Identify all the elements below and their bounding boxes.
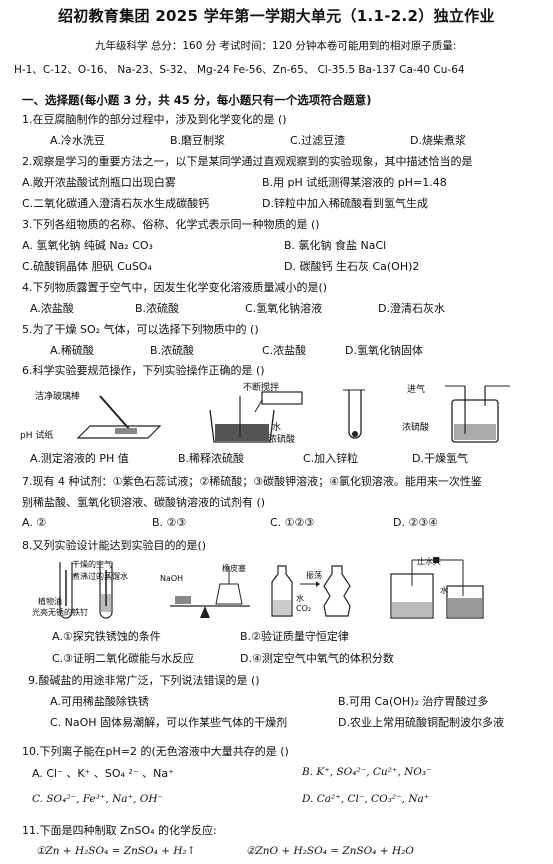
exam-info: 九年级科学 总分：160 分 考试时间：120 分钟本卷可能用到的相对原子质量:	[95, 40, 457, 52]
question-8-stem: 8.又列实验设计能达到实验目的的是()	[22, 539, 207, 552]
figure-label-co2: CO₂	[296, 604, 312, 613]
figure-label-rust-nail: 光亮无锈的铁钉	[32, 608, 88, 617]
question-5-option-c: C.浓盐酸	[262, 344, 307, 357]
figure-label-ph-paper: pH 试纸	[20, 431, 54, 441]
question-9-option-a: A.可用稀盐酸除铁锈	[50, 695, 149, 708]
figure-rust-test	[59, 562, 113, 619]
question-2-option-c: C.二氧化碳通入澄清石灰水生成碳酸钙	[22, 197, 210, 210]
figure-label-stop-clamp: 止水夹	[417, 557, 441, 566]
figure-label-boiled-water: 煮沸过的蒸馏水	[72, 572, 128, 581]
question-10-option-c: C. SO₄²⁻, Fe³⁺, Na⁺, OH⁻	[32, 793, 164, 805]
question-6-option-b: B.稀释浓硫酸	[178, 452, 245, 465]
question-11-reaction-2: ②ZnO + H₂SO₄ = ZnSO₄ + H₂O	[246, 845, 414, 857]
question-1-option-a: A.冷水洗豆	[50, 134, 105, 147]
section-heading: 一、选择题(每小题 3 分，共 45 分，每小题只有一个选项符合题意)	[22, 93, 372, 107]
question-2-option-b: B.用 pH 试纸测得某溶液的 pH=1.48	[262, 176, 447, 189]
figure-add-zinc	[343, 389, 365, 439]
question-4-option-c: C.氢氧化钠溶液	[245, 302, 323, 315]
page-title: 绍初教育集团 2025 学年第一学期大单元（1.1-2.2）独立作业	[58, 7, 495, 25]
question-9-option-d: D.农业上常用硫酸铜配制波尔多液	[338, 716, 504, 729]
question-10-option-a: A. Cl⁻ 、K⁺ 、SO₄ ²⁻ 、Na⁺	[32, 767, 174, 780]
question-1-option-b: B.磨豆制浆	[170, 134, 226, 147]
question-7-stem-line-1: 7.现有 4 种试剂：①紫色石蕊试液；②稀硫酸；③碳酸钾溶液；④氯化钡溶液。能用…	[22, 475, 482, 488]
question-10-option-b: B. K⁺, SO₄²⁻, Cu²⁺, NO₃⁻	[302, 766, 432, 778]
question-8-option-d: D.④测定空气中氧气的体积分数	[240, 652, 394, 665]
figure-label-oil: 植物油	[38, 597, 62, 606]
question-11-reaction-1: ①Zn + H₂SO₄ = ZnSO₄ + H₂↑	[36, 845, 196, 857]
figure-ph-test	[76, 395, 162, 439]
question-1-option-d: D.烧柴煮浆	[410, 134, 466, 147]
figure-dry-hydrogen	[445, 385, 510, 443]
question-10-stem: 10.下列离子能在pH=2 的(无色溶液中大量共存的是 ()	[22, 745, 289, 758]
figure-label-shake: 振荡	[306, 571, 322, 580]
question-5-option-a: A.稀硫酸	[50, 344, 94, 357]
question-2-option-d: D.锌粒中加入稀硫酸看到氢气生成	[262, 197, 428, 210]
question-7-option-b: B. ②③	[152, 516, 187, 529]
figure-label-stir: 不断搅拌	[243, 383, 280, 393]
question-6-stem: 6.科学实验要规范操作，下列实验操作正确的是 ()	[22, 364, 265, 377]
question-3-option-d: D. 碳酸钙 生石灰 Ca(OH)2	[284, 260, 420, 273]
figure-label-naoh: NaOH	[160, 574, 184, 583]
question-7-option-c: C. ①②③	[270, 516, 315, 529]
question-4-option-a: A.浓盐酸	[30, 302, 74, 315]
question-8-option-a: A.①探究铁锈蚀的条件	[52, 630, 161, 643]
question-8-option-b: B.②验证质量守恒定律	[240, 630, 349, 643]
question-8-option-c: C.③证明二氧化碳能与水反应	[52, 652, 195, 665]
question-9-option-c: C. NaOH 固体易潮解，可以作某些气体的干燥剂	[50, 716, 288, 729]
question-10-option-d: D. Ca²⁺, Cl⁻, CO₃²⁻, Na⁺	[302, 793, 430, 805]
question-1-stem: 1.在豆腐脑制作的部分过程中，涉及到化学变化的是 ()	[22, 113, 287, 126]
question-9-stem: 9.酸碱盐的用途非常广泛，下列说法错误的是 ()	[28, 674, 260, 687]
figure-label-water-2: 水	[296, 594, 304, 603]
question-2-option-a: A.敞开浓盐酸试剂瓶口出现白雾	[22, 176, 176, 189]
question-6-option-a: A.测定溶液的 PH 值	[30, 452, 129, 465]
figure-dilute-acid	[209, 391, 303, 443]
question-6-option-c: C.加入锌粒	[303, 452, 359, 465]
question-5-option-d: D.氢氧化钠固体	[345, 344, 423, 357]
question-4-option-d: D.澄清石灰水	[378, 302, 445, 315]
atomic-masses: H-1、C-12、O-16、 Na-23、S-32、 Mg-24 Fe-56、Z…	[14, 64, 465, 76]
question-2-stem: 2.观察是学习的重要方法之一，以下是某同学通过直观观察到的实验现象，其中描述恰当…	[22, 155, 473, 168]
question-7-option-d: D. ②③④	[393, 516, 439, 529]
question-3-option-c: C.硫酸铜晶体 胆矾 CuSO₄	[22, 260, 152, 273]
figure-label-glass-rod: 洁净玻璃棒	[35, 392, 81, 402]
figure-label-gas-in: 进气	[407, 385, 426, 395]
question-5-option-b: B.浓硫酸	[150, 344, 195, 357]
figure-label-dry-air: 干燥的空气	[72, 560, 112, 569]
question-3-option-b: B. 氯化钠 食盐 NaCl	[284, 239, 387, 252]
figure-label-conc-acid-2: 浓硫酸	[402, 423, 430, 433]
figure-label-conc-acid: 浓硫酸	[268, 435, 296, 445]
figure-co2-bottle	[271, 565, 351, 617]
question-3-option-a: A. 氢氧化钠 纯碱 Na₂ CO₃	[22, 239, 153, 252]
question-3-stem: 3.下列各组物质的名称、俗称、化学式表示同一种物质的是 ()	[22, 218, 320, 231]
question-1-option-c: C.过滤豆渣	[290, 134, 346, 147]
figure-label-rubber-stopper: 橡皮塞	[222, 564, 246, 573]
question-6-option-d: D.干燥氢气	[412, 452, 468, 465]
question-4-stem: 4.下列物质露置于空气中，因发生化学变化溶液质量减小的是()	[22, 281, 328, 294]
question-7-stem-line-2: 别稀盐酸、氢氧化钡溶液、碳酸钠溶液的试剂有 ()	[22, 496, 266, 509]
figure-oxygen-volume	[390, 557, 484, 619]
figure-mass-balance	[170, 566, 250, 618]
question-11-stem: 11.下面是四种制取 ZnSO₄ 的化学反应:	[22, 824, 217, 837]
figure-label-water: 水	[272, 423, 282, 433]
question-9-option-b: B.可用 Ca(OH)₂ 治疗胃酸过多	[338, 695, 489, 708]
figure-label-water-3: 水	[440, 586, 448, 595]
question-7-option-a: A. ②	[22, 516, 47, 529]
question-4-option-b: B.浓硫酸	[135, 302, 180, 315]
question-5-stem: 5.为了干燥 SO₂ 气体，可以选择下列物质中的 ()	[22, 323, 259, 336]
